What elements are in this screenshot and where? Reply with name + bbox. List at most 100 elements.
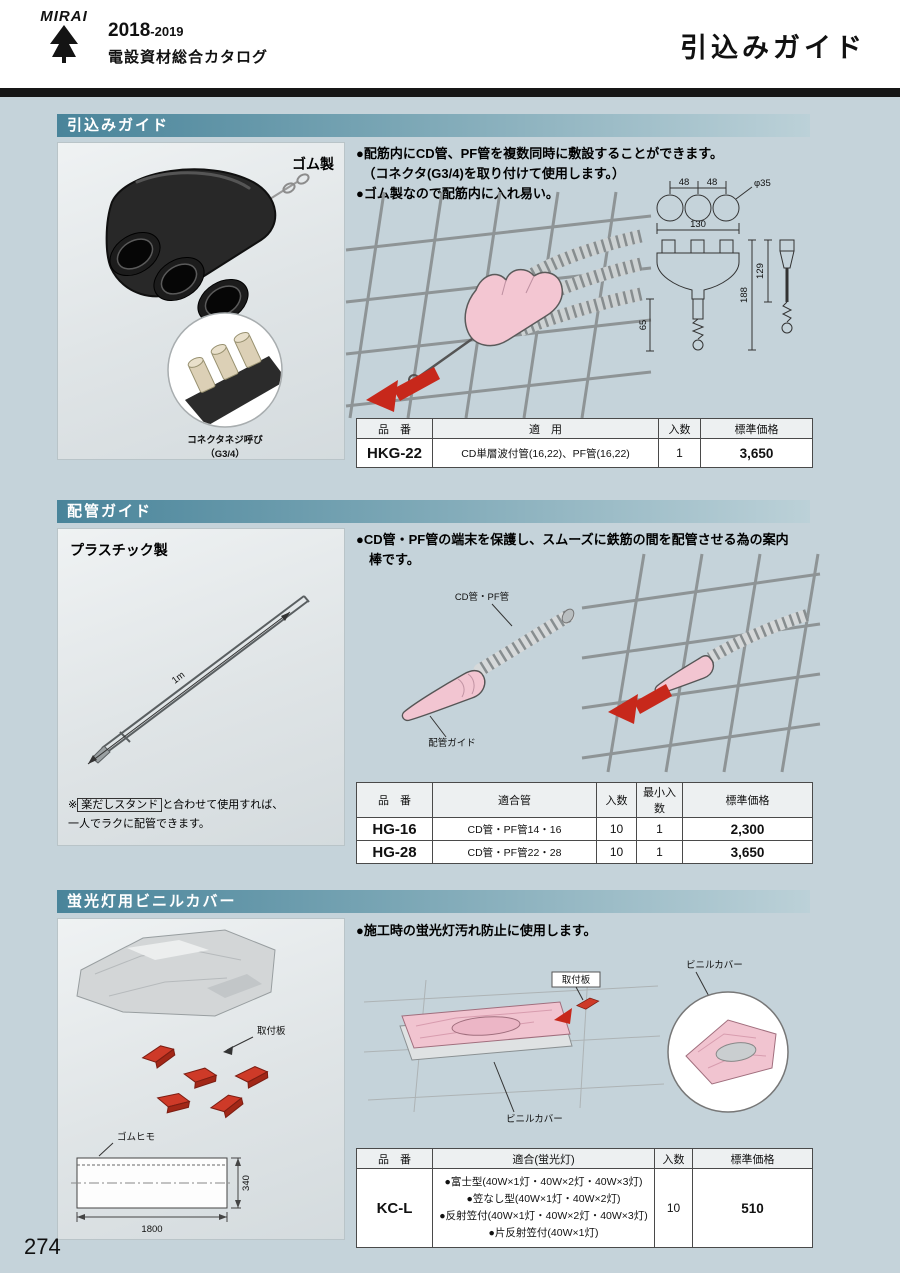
guide-label: 配管ガイド (428, 737, 476, 749)
fit-line: ●笠なし型(40W×1灯・40W×2灯) (466, 1193, 621, 1206)
direction-arrow (366, 367, 440, 412)
part-number: KC-L (356, 1168, 433, 1248)
plate-callout: 取付板 (551, 971, 601, 1024)
catalog-years: 2018-2019 (108, 20, 184, 42)
section2-rod-drawing: 1m (87, 595, 310, 765)
logo-text: MIRAI (40, 8, 88, 25)
section2-spec-table: 品 番 適合管 入数 最小入数 標準価格 HG-16 CD管・PF管14・16 … (356, 782, 813, 864)
section3-usage-illustration: 取付板 ビニルカバー ビニルカバー (363, 960, 789, 1125)
price-value: 2,300 (682, 817, 813, 841)
dim-height-value: 340 (241, 1175, 252, 1191)
vinyl-cover-photo (76, 929, 276, 1017)
section1-dimension-drawing: 48 48 φ35 130 65 188 129 (638, 177, 795, 352)
section2-header-bar: 配管ガイド (57, 500, 810, 523)
table-row-hg16: HG-16 CD管・PF管14・16 10 1 2,300 (356, 817, 813, 841)
section3-title: 蛍光灯用ビニルカバー (67, 893, 237, 910)
note-line1: ※楽だしスタンドと合わせて使用すれば、 (68, 796, 338, 815)
bullet-line: （コネクタ(G3/4)を取り付けて使用します。） (356, 166, 626, 182)
dim-diameter: φ35 (754, 178, 771, 189)
tube-leader-line (491, 603, 513, 627)
section1-title: 引込みガイド (67, 117, 170, 134)
cover-dimension-drawing: ゴムヒモ 1800 340 (71, 1131, 252, 1235)
page-header: MIRAI 2018-2019 電設資材総合カタログ 引込みガイド (0, 0, 900, 88)
header-divider (0, 88, 900, 97)
section1-product-photo: コネクタネジ呼び （G3/4） (105, 168, 310, 460)
guide-leader-line (429, 715, 447, 738)
qty-value: 10 (596, 840, 637, 864)
cover-label-bottom: ビニルカバー (506, 1114, 563, 1125)
table-row-hg28: HG-28 CD管・PF管22・28 10 1 3,650 (356, 840, 813, 864)
dimension-lines (646, 181, 795, 352)
qty-value: 1 (658, 438, 701, 468)
section2-material-label: プラスチック製 (70, 542, 168, 558)
fit-value: CD管・PF管22・28 (432, 840, 597, 864)
corrugated-tube (473, 608, 575, 677)
inset-caption-line2: （G3/4） (205, 448, 245, 460)
table-header-row: 品 番 適合(蛍光灯) 入数 標準価格 (356, 1148, 813, 1169)
section2-usage-note: ※楽だしスタンドと合わせて使用すれば、 一人でラクに配管できます。 (68, 796, 338, 833)
small-arrow (554, 1008, 572, 1024)
catalog-year-sub: -2019 (150, 24, 184, 39)
fit-value: CD管・PF管14・16 (432, 817, 597, 841)
section3-bullets: ●施工時の蛍光灯汚れ防止に使用します。 (356, 921, 812, 941)
fit-line: ●反射笠付(40W×1灯・40W×2灯・40W×3灯) (439, 1210, 648, 1222)
note-product-name: 楽だしスタンド (77, 798, 163, 812)
rubber-guide-body (105, 168, 277, 324)
dim-hook-height: 65 (638, 320, 649, 331)
mounting-plates (141, 1045, 269, 1119)
length-label: 1m (170, 670, 187, 687)
section1-material-label: ゴム製 (292, 156, 334, 172)
col-header-part: 品 番 (356, 1148, 433, 1169)
price-value: 3,650 (700, 438, 813, 468)
bullet-line: ●施工時の蛍光灯汚れ防止に使用します。 (356, 923, 597, 938)
col-header-price: 標準価格 (682, 782, 813, 818)
section2-photo-panel (57, 528, 345, 846)
part-number: HKG-22 (356, 438, 433, 468)
col-header-price: 標準価格 (692, 1148, 813, 1169)
col-header-qty: 入数 (654, 1148, 693, 1169)
section1-spec-table: 品 番 適 用 入数 標準価格 HKG-22 CD単層波付管(16,22)、PF… (356, 418, 813, 468)
dim-width-value: 1800 (141, 1224, 162, 1235)
bullet-line: ●ゴム製なので配筋内に入れ易い。 (356, 186, 559, 202)
inset-caption-line1: コネクタネジ呼び (187, 434, 263, 446)
cord-label: ゴムヒモ (117, 1131, 155, 1143)
fit-line: ●富士型(40W×1灯・40W×2灯・40W×3灯) (444, 1176, 643, 1189)
table-header-row: 品 番 適合管 入数 最小入数 標準価格 (356, 782, 813, 818)
col-header-part: 品 番 (356, 782, 433, 818)
section2-usage-illustration (581, 553, 821, 773)
minqty-value: 1 (636, 840, 683, 864)
dim-pitch1: 48 (679, 177, 690, 188)
col-header-qty: 入数 (596, 782, 637, 818)
plate-label: 取付板 (562, 974, 591, 986)
catalog-year-main: 2018 (108, 20, 151, 41)
col-header-fit: 適 用 (432, 418, 659, 439)
price-value: 510 (692, 1168, 813, 1248)
mirai-logo: MIRAI (26, 8, 102, 68)
part-number: HG-28 (356, 840, 433, 864)
catalog-name: 電設資材総合カタログ (108, 49, 269, 66)
note-prefix: ※ (68, 799, 78, 811)
col-header-minqty: 最小入数 (636, 782, 683, 818)
col-header-part: 品 番 (356, 418, 433, 439)
table-header-row: 品 番 適 用 入数 標準価格 (356, 418, 813, 439)
logo-mark-icon (50, 25, 78, 63)
section1-header-bar: 引込みガイド (57, 114, 810, 137)
tube-label: CD管・PF管 (455, 591, 509, 603)
table-row-kcl: KC-L ●富士型(40W×1灯・40W×2灯・40W×3灯) ●笠なし型(40… (356, 1168, 813, 1248)
bullet-line: 棒です。 (356, 552, 420, 568)
fit-value: CD単層波付管(16,22)、PF管(16,22) (432, 438, 659, 468)
section1-bullets: ●配筋内にCD管、PF管を複数同時に敷設することができます。 （コネクタ(G3/… (356, 144, 812, 204)
corrugated-tube (706, 609, 809, 664)
bullet-line: ●CD管・PF管の端末を保護し、スムーズに鉄筋の間を配管させる為の案内 (356, 532, 789, 547)
dim-side-height: 129 (755, 263, 766, 279)
minqty-value: 1 (636, 817, 683, 841)
page-number: 274 (24, 1234, 61, 1259)
cover-leader-bottom (493, 1061, 515, 1113)
plate-leader-arrowhead (223, 1046, 233, 1055)
col-header-fit: 適合(蛍光灯) (432, 1148, 655, 1169)
page-title: 引込みガイド (680, 33, 866, 63)
section3-header-bar: 蛍光灯用ビニルカバー (57, 890, 810, 913)
section2-guide-illustration: CD管・PF管 配管ガイド (401, 591, 575, 749)
fit-value: ●富士型(40W×1灯・40W×2灯・40W×3灯) ●笠なし型(40W×1灯・… (432, 1168, 655, 1248)
plate-label: 取付板 (257, 1025, 286, 1037)
